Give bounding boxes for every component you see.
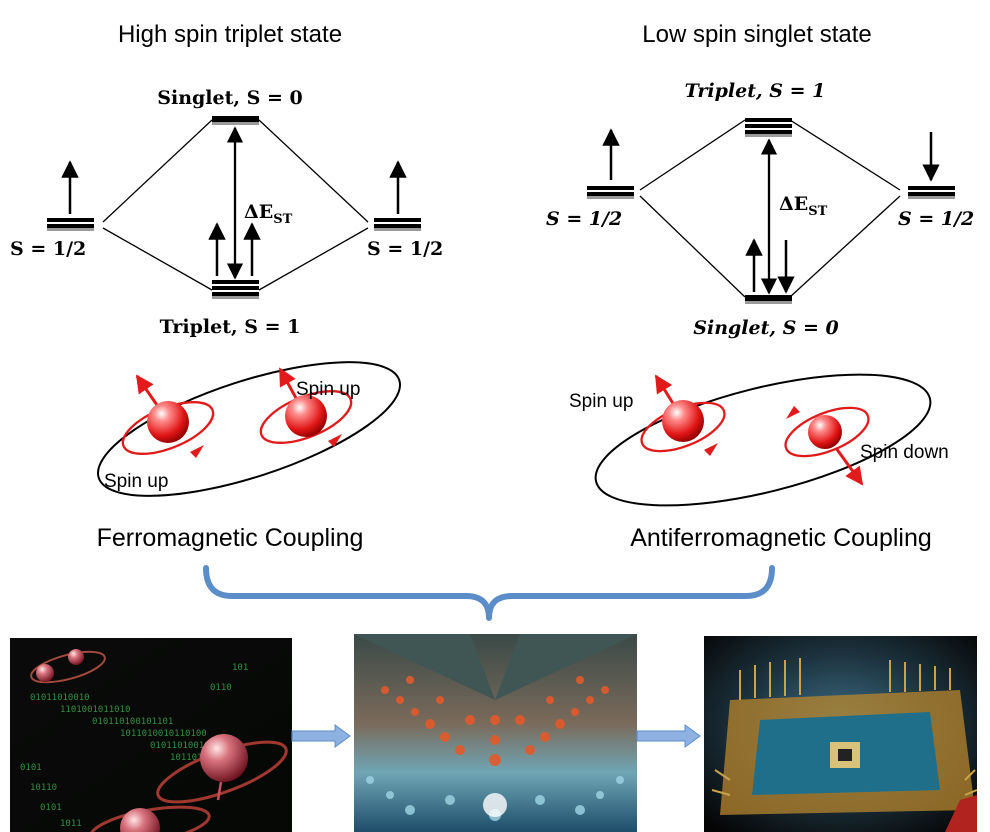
- flow-arrow-icon: [636, 724, 701, 748]
- left-top-level-label: Singlet, S = 0: [157, 87, 302, 109]
- left-triplet-level: [212, 280, 259, 299]
- left-gap-label: ΔEST: [244, 201, 293, 227]
- left-connector-line: [102, 227, 213, 291]
- left-connector-line: [258, 227, 369, 291]
- svg-text:0101: 0101: [20, 763, 42, 773]
- antiferromagnetic-coupling-illustration: Spin up Spin down Antiferromagnetic Coup…: [569, 373, 949, 552]
- svg-text:0101101001011010: 0101101001011010: [150, 741, 237, 751]
- right-triplet-level: [745, 118, 792, 137]
- right-connector-line: [789, 119, 901, 191]
- electron-spin-down-icon: [784, 406, 870, 486]
- crystal-lattice-image: [354, 634, 637, 832]
- left-panel-title: High spin triplet state: [118, 21, 342, 48]
- antiferro-spin-label-a: Spin up: [569, 391, 633, 412]
- svg-text:101: 101: [232, 663, 248, 673]
- svg-text:010110100101101: 010110100101101: [92, 717, 173, 727]
- left-doublet-level-b: [374, 218, 421, 231]
- svg-text:1011: 1011: [60, 819, 82, 829]
- svg-text:0110: 0110: [210, 683, 232, 693]
- left-bottom-level-label: Triplet, S = 1: [160, 316, 301, 338]
- coupling-ellipse: [97, 361, 401, 497]
- blue-bracket: [203, 565, 775, 621]
- electron-spin-up-icon: [259, 367, 353, 447]
- electron-spin-up-icon: [121, 374, 215, 458]
- right-doublet-level-b: [908, 186, 955, 199]
- right-doublet-level-a: [587, 186, 634, 199]
- right-side-level-label: S = 1/2: [367, 238, 443, 260]
- left-connector-line: [102, 119, 213, 223]
- right-bottom-level-label: Singlet, S = 0: [693, 317, 838, 339]
- right-connector-line: [639, 195, 746, 298]
- svg-text:10110: 10110: [30, 783, 57, 793]
- ferromagnetic-coupling-illustration: Spin up Spin up Ferromagnetic Coupling: [97, 361, 401, 552]
- right-side-level-label: S = 1/2: [898, 208, 974, 230]
- left-energy-diagram: High spin triplet state Singlet, S = 0: [10, 21, 443, 338]
- left-side-level-label: S = 1/2: [10, 238, 86, 260]
- antiferro-spin-label-b: Spin down: [860, 442, 949, 463]
- left-connector-line: [258, 119, 369, 223]
- svg-text:1011010010110100: 1011010010110100: [120, 729, 207, 739]
- ferro-spin-label-a: Spin up: [296, 379, 360, 400]
- flow-arrow-icon: [291, 724, 351, 748]
- right-panel-title: Low spin singlet state: [642, 21, 871, 48]
- coupling-ellipse: [594, 373, 932, 507]
- qubit-binary-image: 01011010010 1101001011010 01011010010110…: [10, 638, 292, 832]
- right-connector-line: [789, 195, 901, 298]
- right-top-level-label: Triplet, S = 1: [685, 80, 826, 102]
- quantum-chip-image: [704, 636, 978, 832]
- svg-text:1101001011010: 1101001011010: [60, 705, 130, 715]
- left-doublet-level-a: [47, 218, 94, 231]
- left-singlet-level: [212, 116, 259, 125]
- ferro-caption: Ferromagnetic Coupling: [97, 524, 364, 552]
- right-singlet-level: [745, 295, 792, 304]
- svg-text:0101: 0101: [40, 803, 62, 813]
- electron-spin-up-icon: [640, 374, 726, 456]
- right-gap-label: ΔEST: [779, 193, 828, 219]
- ferro-spin-label-b: Spin up: [104, 471, 168, 492]
- right-connector-line: [639, 119, 746, 191]
- left-side-level-label: S = 1/2: [546, 208, 622, 230]
- right-energy-diagram: Low spin singlet state Triplet, S = 1: [546, 21, 974, 339]
- antiferro-caption: Antiferromagnetic Coupling: [630, 524, 932, 552]
- svg-text:01011010010: 01011010010: [30, 693, 90, 703]
